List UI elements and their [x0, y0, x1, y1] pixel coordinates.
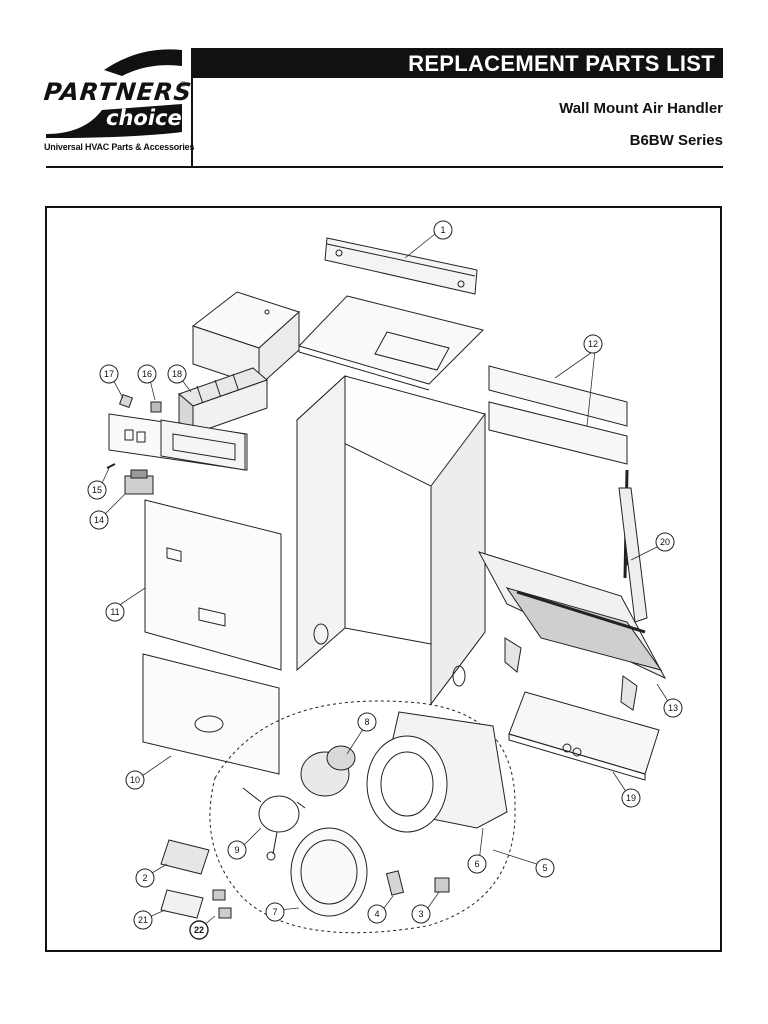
exploded-parts-diagram: 1 12 17 16 18 15 14 20 11 13 8 10 19 9 6…	[45, 206, 722, 952]
callout-21: 21	[133, 910, 153, 930]
logo-subbrand: choice	[106, 106, 182, 130]
svg-text:7: 7	[272, 907, 277, 917]
svg-text:1: 1	[440, 225, 445, 235]
callout-12: 12	[583, 334, 603, 354]
product-series: B6BW Series	[629, 132, 723, 149]
callout-11: 11	[105, 602, 125, 622]
svg-text:17: 17	[104, 369, 114, 379]
svg-text:8: 8	[364, 717, 369, 727]
title-bar: REPLACEMENT PARTS LIST	[193, 48, 723, 78]
part-evaporator-coil	[477, 487, 667, 680]
brand-logo: PARTNERS ® choice Universal HVAC Parts &…	[42, 48, 195, 166]
svg-text:20: 20	[660, 537, 670, 547]
svg-text:13: 13	[668, 703, 678, 713]
callout-13: 13	[663, 698, 683, 718]
svg-text:5: 5	[542, 863, 547, 873]
part-motor-mount	[242, 787, 306, 861]
part-lower-access-panel	[142, 653, 280, 775]
svg-text:19: 19	[626, 793, 636, 803]
svg-text:4: 4	[374, 909, 379, 919]
part-relay	[150, 401, 162, 413]
svg-text:10: 10	[130, 775, 140, 785]
callout-10: 10	[125, 770, 145, 790]
part-coil-brackets	[504, 637, 638, 711]
product-name: Wall Mount Air Handler	[559, 100, 723, 117]
logo-swoosh-graphic	[46, 49, 182, 138]
svg-text:11: 11	[110, 607, 119, 617]
part-top-panel	[298, 295, 484, 391]
part-fan-relay	[434, 877, 450, 893]
part-control-board	[160, 839, 210, 875]
callout-3: 3	[411, 904, 431, 924]
part-main-cabinet	[296, 374, 486, 706]
registered-mark: ®	[180, 80, 186, 89]
part-top-bracket	[324, 237, 478, 295]
callout-2: 2	[135, 868, 155, 888]
part-filter-rails	[488, 365, 628, 465]
callout-19: 19	[621, 788, 641, 808]
svg-text:6: 6	[474, 859, 479, 869]
part-drain-pan	[508, 691, 660, 781]
callout-8: 8	[357, 712, 377, 732]
part-control-panel	[108, 413, 248, 471]
header-rule	[46, 166, 723, 168]
svg-text:14: 14	[94, 515, 104, 525]
part-wire-plugs	[212, 889, 232, 919]
callout-7: 7	[265, 902, 285, 922]
part-limit-switch	[118, 393, 134, 409]
part-blower-wheel	[290, 827, 368, 917]
part-capacitor	[385, 870, 405, 896]
callout-16: 16	[137, 364, 157, 384]
logo-wordmark: PARTNERS	[42, 78, 194, 106]
svg-text:18: 18	[172, 369, 182, 379]
header-divider	[191, 48, 193, 166]
logo-tagline: Universal HVAC Parts & Accessories	[44, 142, 195, 152]
part-heater-cover	[191, 291, 300, 388]
svg-text:21: 21	[138, 915, 148, 925]
callout-20: 20	[655, 532, 675, 552]
svg-text:16: 16	[142, 369, 152, 379]
part-upper-access-panel	[144, 499, 282, 671]
callout-17: 17	[99, 364, 119, 384]
callout-1: 1	[433, 220, 453, 240]
callout-15: 15	[87, 480, 107, 500]
part-sub-board	[160, 889, 204, 919]
svg-text:9: 9	[234, 845, 239, 855]
callout-5: 5	[535, 858, 555, 878]
callout-14: 14	[89, 510, 109, 530]
callout-4: 4	[367, 904, 387, 924]
svg-text:15: 15	[92, 485, 102, 495]
callout-22: 22	[189, 920, 209, 940]
svg-text:3: 3	[418, 909, 423, 919]
callout-18: 18	[167, 364, 187, 384]
callout-6: 6	[467, 854, 487, 874]
callout-9: 9	[227, 840, 247, 860]
parts-drawing: 1 12 17 16 18 15 14 20 11 13 8 10 19 9 6…	[87, 220, 683, 940]
part-transformer	[124, 469, 154, 495]
svg-text:12: 12	[588, 339, 598, 349]
part-blower-housing	[366, 711, 508, 833]
document-title: REPLACEMENT PARTS LIST	[408, 51, 715, 76]
part-screw	[106, 463, 116, 469]
svg-text:22: 22	[194, 925, 204, 935]
svg-text:2: 2	[142, 873, 147, 883]
part-heater-element	[178, 367, 268, 436]
